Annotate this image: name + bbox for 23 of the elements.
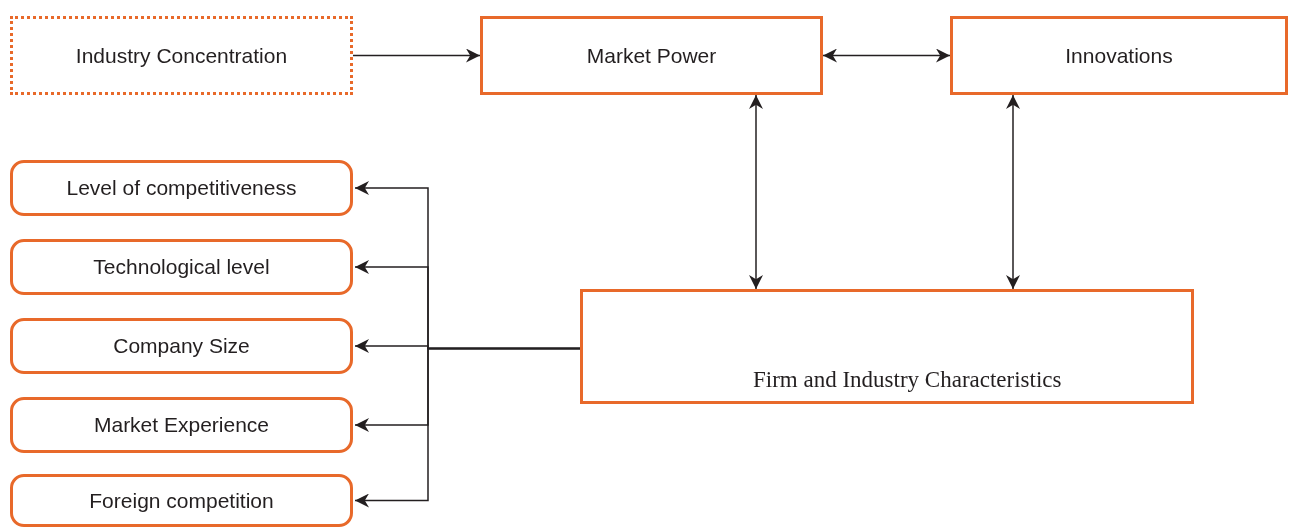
- node-label: Industry Concentration: [75, 43, 288, 68]
- arrow: [354, 347, 581, 508]
- node-label: Firm and Industry Characteristics: [753, 367, 1062, 393]
- process-box: [480, 16, 823, 95]
- rounded-box: [10, 397, 353, 453]
- arrow: [1006, 94, 1020, 290]
- node-label: Innovations: [1065, 43, 1173, 68]
- rounded-box: [10, 474, 353, 527]
- arrow: [352, 48, 481, 63]
- process-box: [950, 16, 1288, 95]
- node-label: Market Power: [586, 43, 717, 68]
- dashed-box: [10, 16, 353, 95]
- arrow: [749, 94, 763, 290]
- arrow: [822, 48, 951, 63]
- node-label: Foreign competition: [89, 488, 274, 513]
- node-label: Technological level: [93, 255, 270, 279]
- node-label: Level of competitiveness: [66, 176, 297, 200]
- rounded-box: [10, 160, 353, 216]
- process-box: [580, 289, 1194, 404]
- node-label: Company Size: [113, 334, 250, 358]
- node-label: Market Experience: [93, 413, 270, 437]
- rounded-box: [10, 239, 353, 295]
- rounded-box: [10, 318, 353, 374]
